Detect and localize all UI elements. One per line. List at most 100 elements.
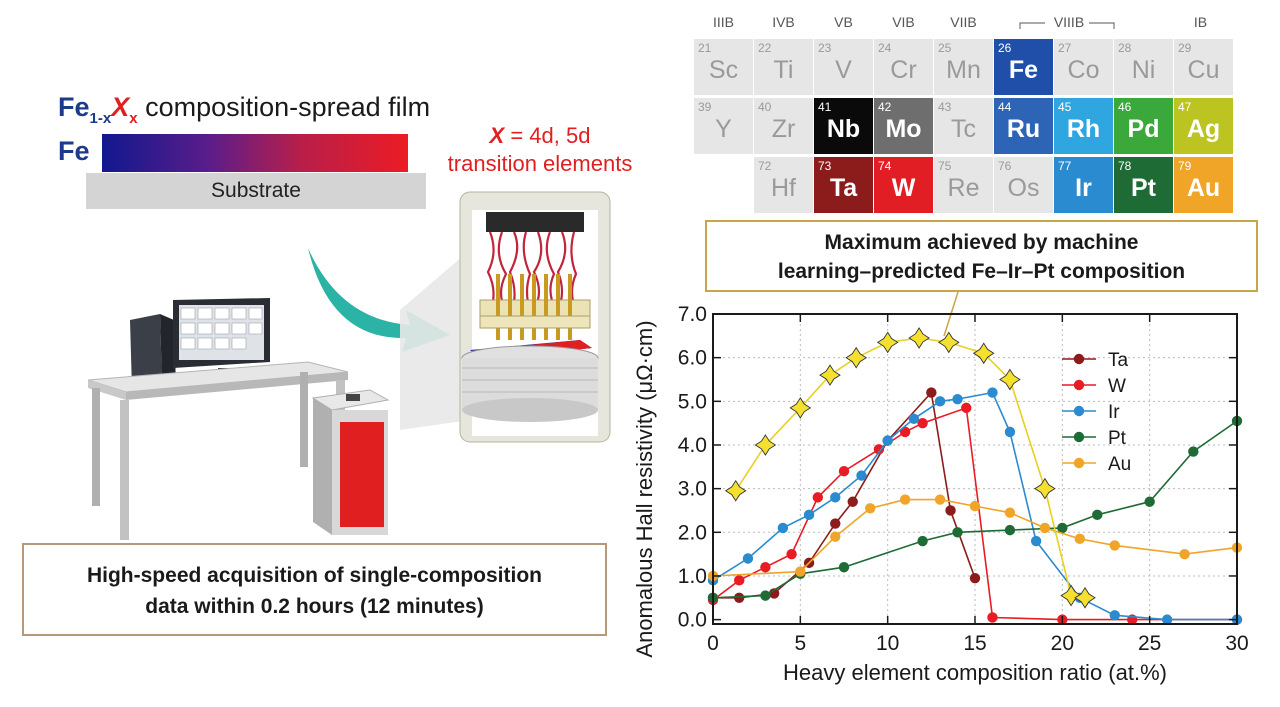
atomic-number: 21: [698, 41, 712, 55]
data-point: [838, 465, 850, 477]
speed-callout-line1: High-speed acquisition of single-composi…: [86, 564, 543, 587]
probe-apparatus-illustration: [400, 191, 611, 443]
y-tick-label: 6.0: [678, 347, 707, 370]
data-point: [873, 444, 885, 455]
series-ir: [707, 387, 1243, 625]
atomic-number: 47: [1178, 100, 1192, 114]
data-point: [1004, 524, 1016, 536]
group-label: VB: [834, 14, 853, 30]
element-symbol: Au: [1186, 174, 1221, 202]
element-symbol: Ag: [1186, 115, 1221, 143]
data-point-star: [1060, 584, 1082, 607]
data-point-star: [724, 479, 747, 502]
element-symbol: Sc: [708, 56, 739, 84]
element-symbol: Cr: [890, 56, 917, 84]
film-fe-text: Fe: [58, 92, 90, 122]
atomic-number: 43: [938, 100, 952, 114]
data-point: [1179, 548, 1190, 560]
data-point-star: [845, 346, 868, 369]
x-tick-label: 0: [707, 632, 719, 655]
data-point: [830, 531, 841, 542]
atomic-number: 77: [1058, 159, 1072, 173]
data-point: [1004, 426, 1016, 438]
legend-marker: [1073, 457, 1085, 469]
atomic-number: 79: [1178, 159, 1192, 173]
legend-label: Au: [1108, 454, 1131, 475]
data-point: [917, 535, 928, 547]
data-point: [838, 562, 850, 573]
atomic-number: 44: [998, 100, 1012, 114]
element-symbol: Hf: [771, 174, 796, 202]
data-point: [1074, 533, 1085, 545]
y-tick-label: 5.0: [678, 390, 707, 413]
data-point-star: [754, 434, 777, 456]
y-tick-label: 4.0: [678, 434, 707, 457]
ml-maximum-callout: Maximum achieved by machine learning–pre…: [705, 220, 1258, 292]
element-symbol: Y: [715, 115, 732, 143]
legend-label: Ir: [1108, 402, 1120, 423]
data-point: [926, 387, 937, 398]
film-title: Fe1-xXx composition-spread film: [58, 92, 430, 127]
x-symbol: X: [489, 123, 505, 148]
data-point-star: [937, 331, 960, 354]
data-point-star: [819, 364, 841, 386]
data-point: [865, 503, 876, 514]
atomic-number: 73: [818, 159, 832, 173]
element-symbol: Fe: [1008, 56, 1039, 84]
measurement-cabinet-icon: [311, 389, 390, 535]
computer-tower-icon: [130, 314, 176, 390]
data-point: [1161, 614, 1173, 625]
data-point: [830, 492, 841, 503]
atomic-number: 28: [1118, 41, 1132, 55]
data-point: [908, 413, 920, 424]
element-symbol: Mn: [946, 56, 981, 84]
atomic-number: 72: [758, 159, 772, 173]
data-point: [1030, 535, 1042, 547]
transition-elements-label: X = 4d, 5d transition elements: [430, 122, 650, 178]
speed-callout-line2: data within 0.2 hours (12 minutes): [145, 595, 484, 618]
data-point: [969, 500, 981, 512]
data-point: [760, 590, 771, 601]
data-point-star: [1034, 477, 1056, 500]
element-symbol: Ni: [1131, 56, 1156, 84]
atomic-number: 74: [878, 159, 892, 173]
atomic-number: 27: [1058, 41, 1072, 55]
y-tick-label: 3.0: [678, 478, 707, 501]
data-point: [934, 494, 946, 505]
acquisition-speed-callout: High-speed acquisition of single-composi…: [22, 543, 607, 636]
element-symbol: Mo: [885, 115, 922, 143]
data-point: [961, 402, 972, 414]
data-point-star: [999, 368, 1021, 391]
data-point: [830, 518, 841, 529]
element-symbol: Ta: [829, 174, 858, 202]
group-bracket: [1019, 22, 1115, 29]
data-point: [742, 553, 754, 564]
data-point: [1092, 509, 1103, 521]
legend-marker: [1073, 379, 1085, 391]
x-label-line1: = 4d, 5d: [504, 123, 591, 148]
data-point: [847, 496, 858, 507]
atomic-number: 25: [938, 41, 952, 55]
atomic-number: 39: [698, 100, 712, 114]
desk-icon: [87, 361, 349, 540]
element-symbol: Ti: [773, 56, 794, 84]
element-symbol: Pt: [1131, 174, 1156, 202]
data-point: [1004, 507, 1016, 518]
